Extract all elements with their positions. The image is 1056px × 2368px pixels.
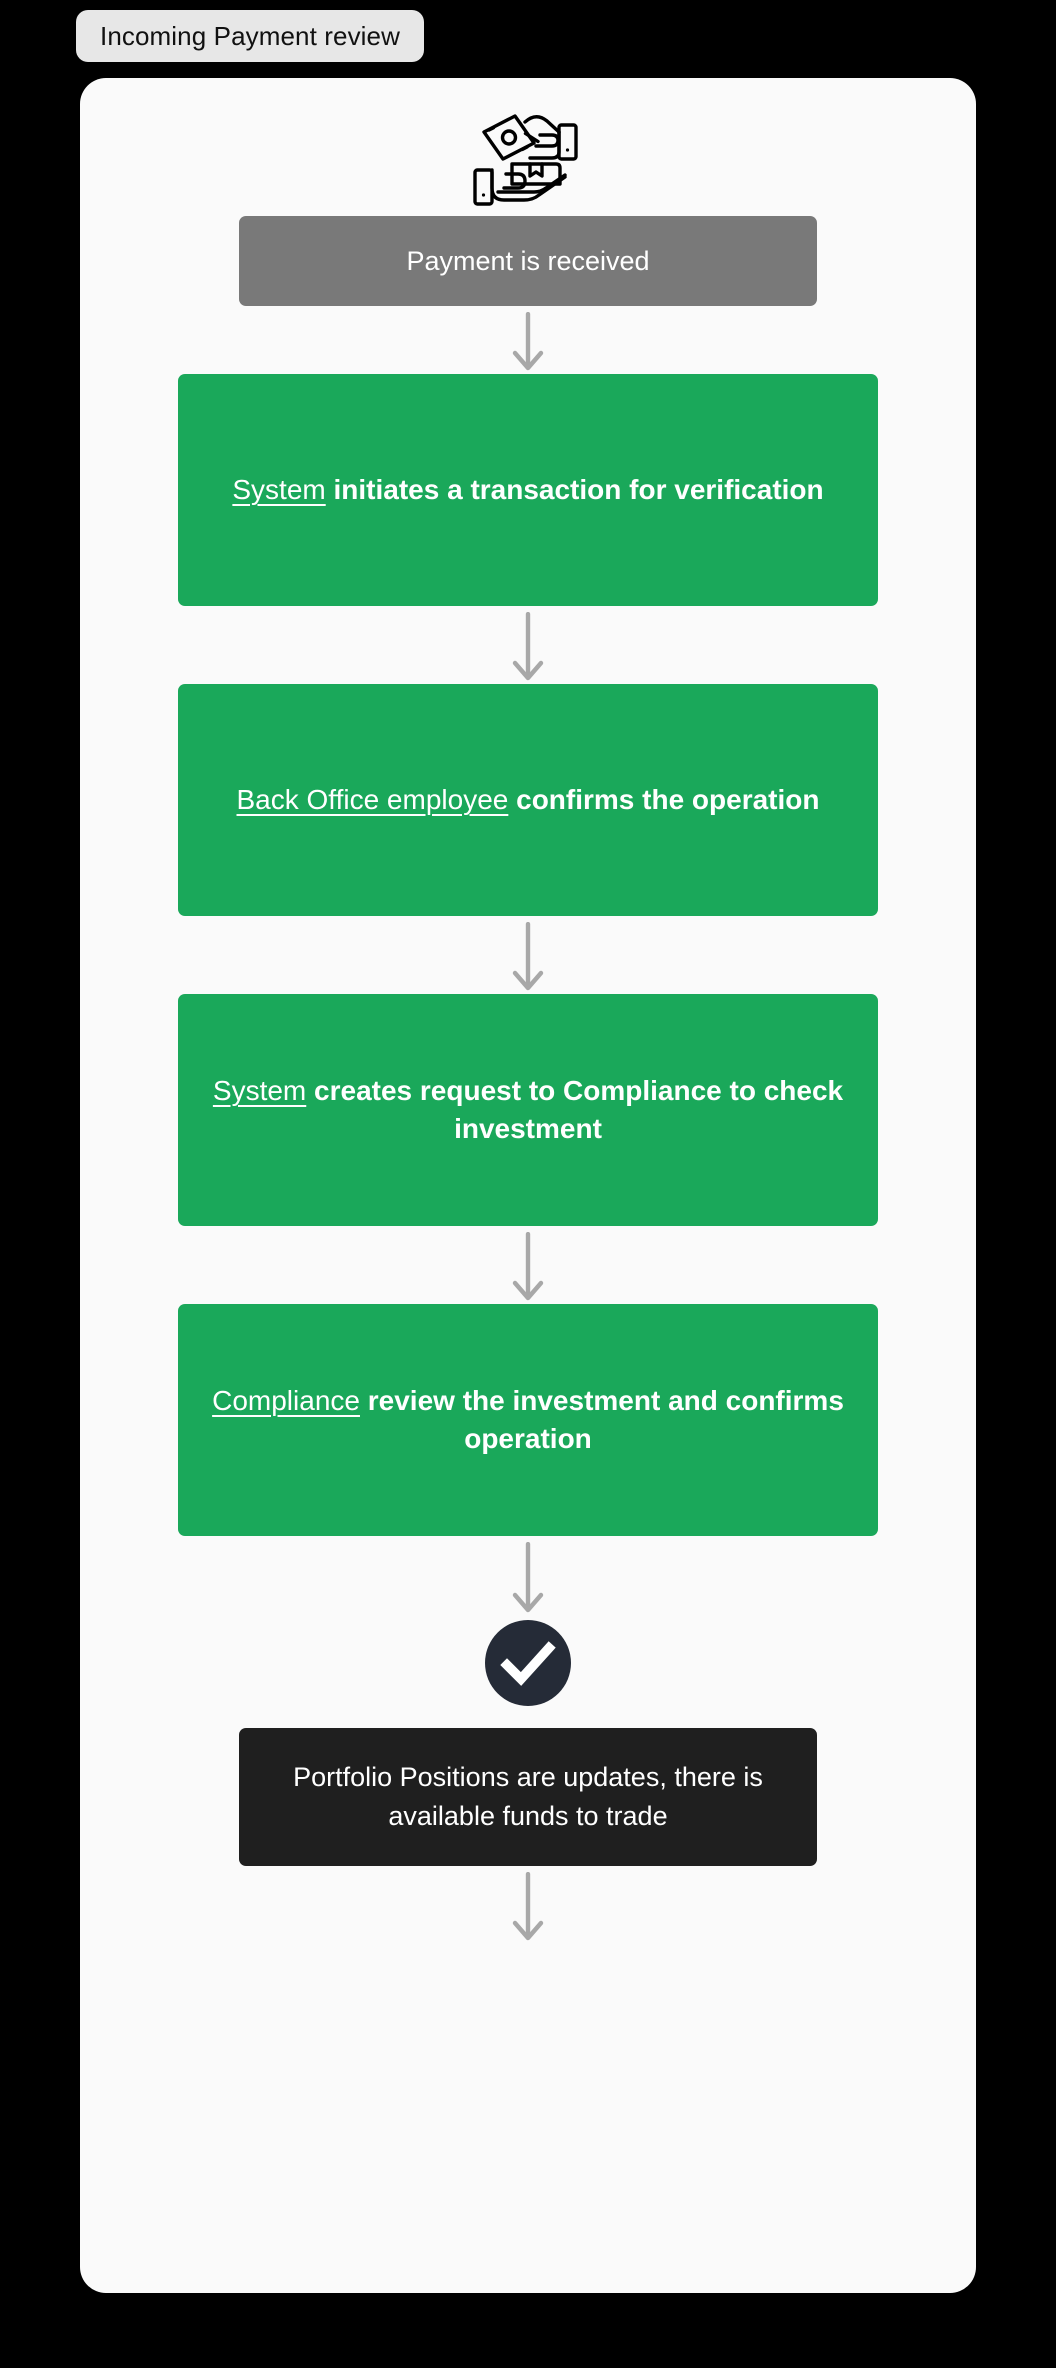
node-system-initiates-transaction[interactable]: System initiates a transaction for verif… <box>178 374 878 606</box>
node-label: Payment is received <box>406 245 650 276</box>
flowchart-card: Payment is received System initiates a t… <box>80 78 976 2293</box>
check-circle-icon <box>485 1620 571 1706</box>
node-actor: Compliance <box>212 1384 360 1416</box>
arrow-down-icon-5 <box>512 1542 544 1613</box>
node-actor: System <box>212 1074 307 1106</box>
node-action: creates request to Compliance to check i… <box>314 1074 844 1144</box>
diagram-title-pill: Incoming Payment review <box>76 10 424 62</box>
arrow-down-icon-6 <box>512 1872 544 1941</box>
arrow-down-icon-3 <box>512 922 544 991</box>
node-payment-received[interactable]: Payment is received <box>239 216 817 306</box>
flow-column: Payment is received System initiates a t… <box>80 78 976 1944</box>
page-title: Incoming Payment review <box>100 20 400 51</box>
node-action: initiates a transaction for verification <box>333 473 824 505</box>
node-system-creates-compliance-request[interactable]: System creates request to Compliance to … <box>178 994 878 1226</box>
node-compliance-reviews[interactable]: Compliance review the investment and con… <box>178 1304 878 1536</box>
node-action: review the investment and confirms opera… <box>367 1384 844 1454</box>
node-actor: System <box>232 473 326 505</box>
node-label: Portfolio Positions are updates, there i… <box>293 1761 763 1831</box>
node-actor: Back Office employee <box>236 783 509 815</box>
node-back-office-confirms[interactable]: Back Office employee confirms the operat… <box>178 684 878 916</box>
node-portfolio-updated[interactable]: Portfolio Positions are updates, there i… <box>239 1728 817 1866</box>
node-action: confirms the operation <box>516 783 820 815</box>
arrow-down-icon-4 <box>512 1232 544 1301</box>
arrow-down-icon-1 <box>512 312 544 371</box>
payment-received-icon <box>473 114 578 206</box>
arrow-down-icon-2 <box>512 612 544 681</box>
